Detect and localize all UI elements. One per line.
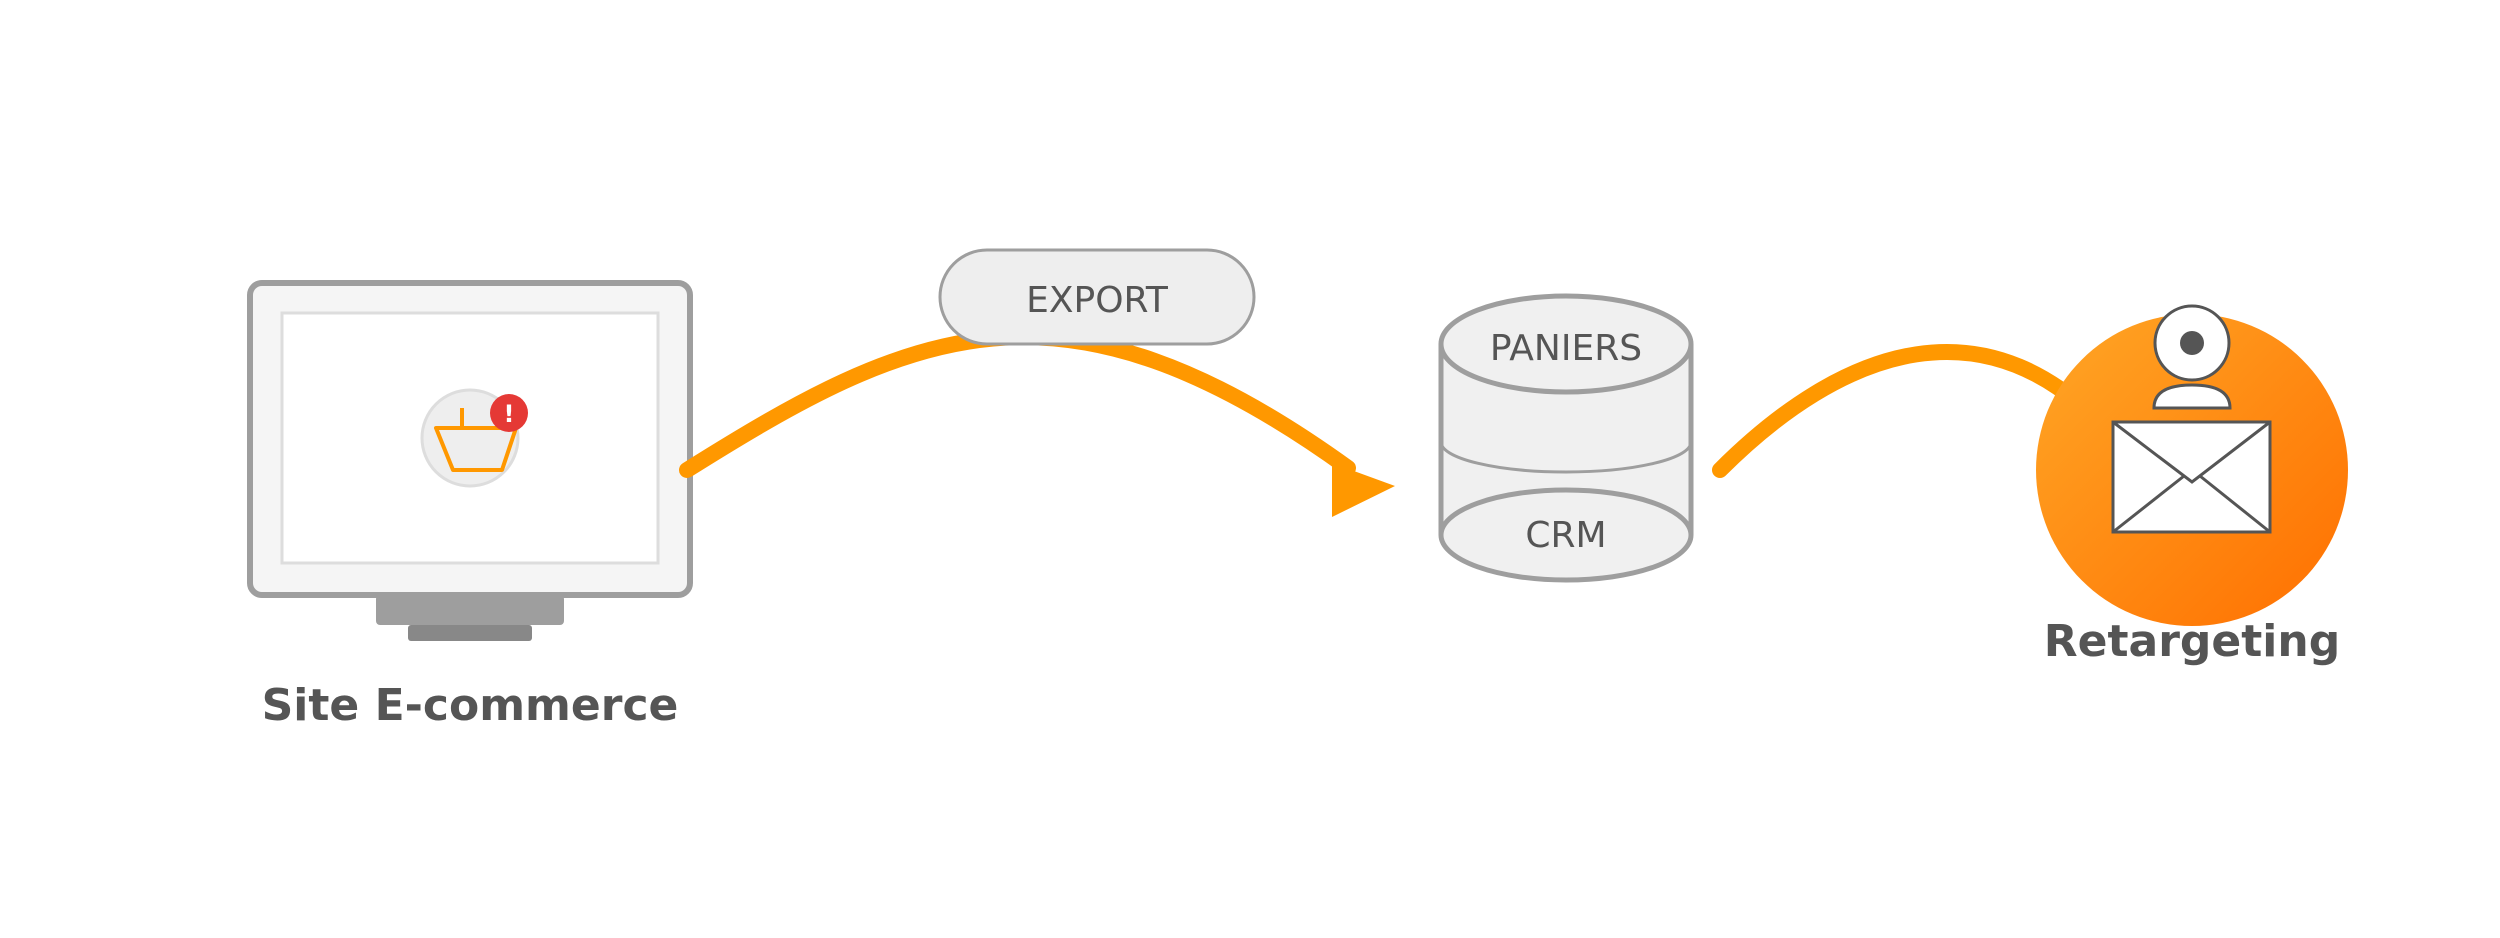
monitor-base [408, 625, 532, 641]
cylinder-top [1438, 293, 1694, 395]
email-envelope-icon [2111, 420, 2272, 534]
alert-badge [490, 394, 528, 432]
cylinder-divider [1439, 441, 1693, 474]
retargeting-node: Retargeting [2036, 304, 2348, 667]
user-shoulders [2152, 383, 2232, 410]
ecommerce-monitor: ! Site E-commerce [247, 280, 693, 731]
export-arrow [679, 329, 1395, 517]
alert-icon: ! [504, 400, 515, 428]
retargeting-label: Retargeting [2044, 616, 2340, 667]
cylinder-bottom [1438, 487, 1694, 583]
database-top-label: PANIERS [1490, 328, 1642, 369]
database-icon: PANIERS CRM [1438, 293, 1694, 583]
export-badge: EXPORT [938, 248, 1256, 346]
envelope-flap [2112, 420, 2271, 484]
user-icon [2152, 304, 2232, 410]
user-eye [2180, 331, 2204, 355]
arrow-head [1332, 463, 1395, 517]
envelope-fold-left [2112, 474, 2185, 534]
ecommerce-label: Site E-commerce [262, 680, 679, 731]
envelope-fold-right [2199, 474, 2271, 534]
database-bottom-label: CRM [1525, 515, 1606, 556]
export-label: EXPORT [1026, 280, 1169, 321]
export-pill [938, 248, 1256, 346]
monitor-neck [376, 595, 564, 625]
arrow-curve [679, 329, 1356, 478]
